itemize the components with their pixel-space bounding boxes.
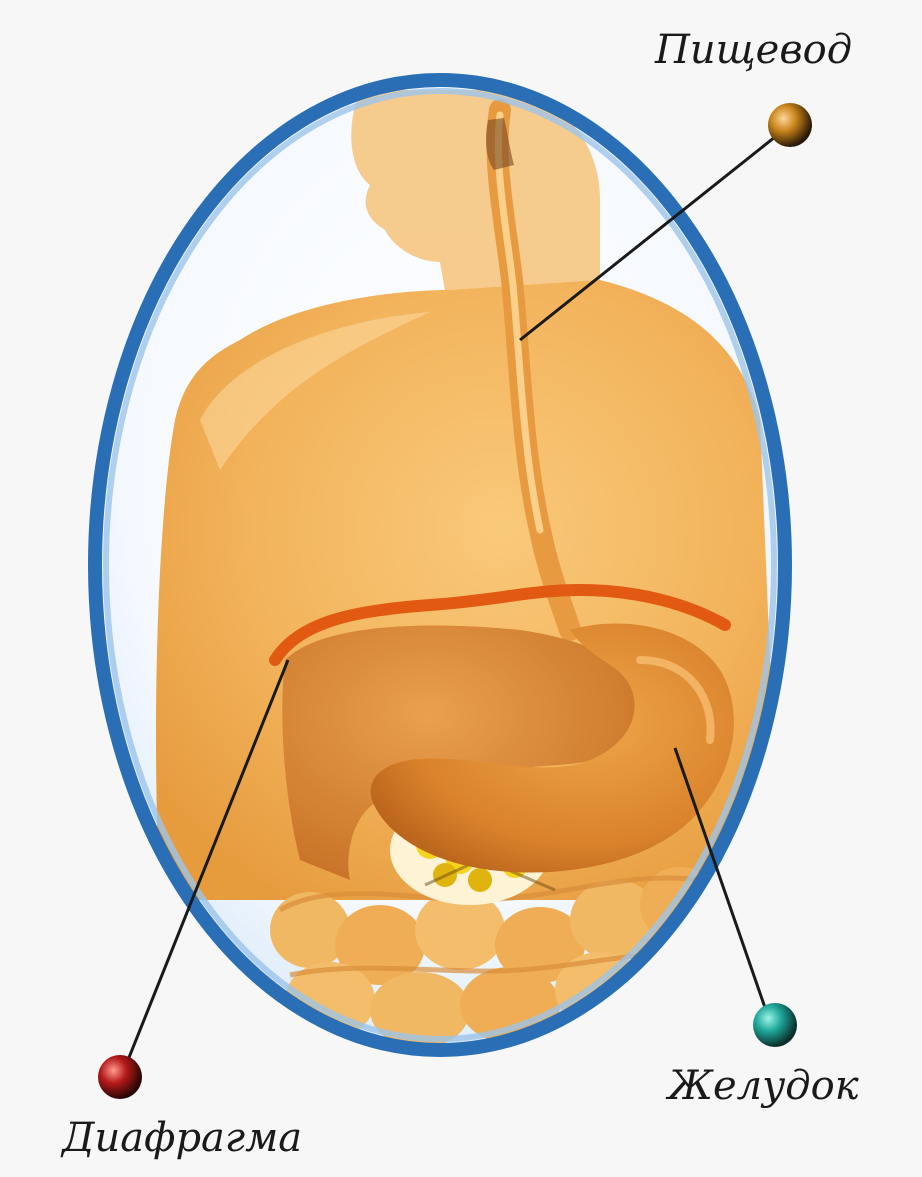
label-esophagus: Пищевод xyxy=(655,30,852,70)
diaphragm-marker-icon xyxy=(98,1055,142,1099)
stomach-marker-icon xyxy=(753,1003,797,1047)
label-diaphragm: Диафрагма xyxy=(62,1118,302,1158)
esophagus-marker-icon xyxy=(768,103,812,147)
label-stomach: Желудок xyxy=(668,1066,859,1106)
